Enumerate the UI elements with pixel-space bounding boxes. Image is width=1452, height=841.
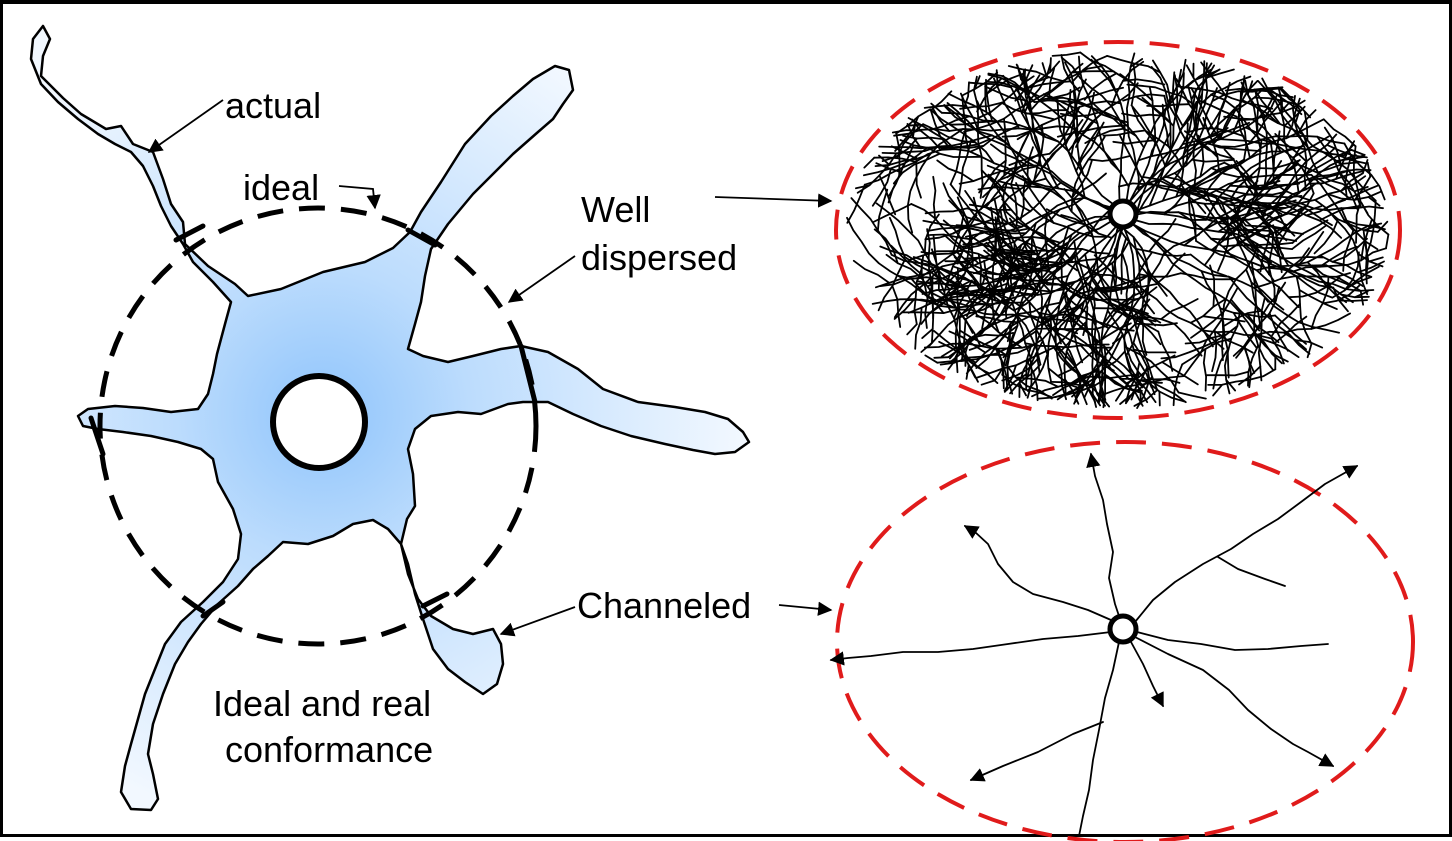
crack-branch (934, 357, 948, 358)
label-dispersed: dispersed (581, 237, 737, 278)
channel-lower-right (1133, 636, 1333, 766)
label-ideal: ideal (243, 167, 319, 208)
channel-right (1137, 632, 1328, 650)
crack-branch (1308, 344, 1312, 357)
well-dispersed-arrow-left (509, 256, 575, 302)
label-well: Well (581, 189, 650, 230)
crack-branch (1122, 114, 1164, 117)
caption-line2: conformance (225, 729, 433, 770)
channel-up (1091, 454, 1123, 628)
channeled-arrow-left (501, 607, 575, 634)
channeled-arrow-right (779, 605, 831, 610)
well-dispersed-arrow-right (715, 197, 831, 201)
crack-branch (1369, 257, 1382, 261)
crack-branch (922, 329, 933, 338)
channel-upper-left (965, 526, 1111, 620)
crack-branch (915, 308, 921, 349)
channel-upper-right (1135, 466, 1357, 622)
channel-down (1079, 642, 1119, 836)
crack-branch (891, 246, 922, 275)
crack-branch (1174, 324, 1201, 356)
crack-branch (937, 160, 973, 181)
channel-down-short (1131, 642, 1163, 706)
diagram-svg: actual ideal Well dispersed Channeled Id… (3, 4, 1452, 841)
crack-branch (1113, 140, 1155, 143)
channel-lower-left (971, 722, 1103, 780)
crack-branch (1212, 330, 1216, 372)
crack-branch (957, 268, 958, 310)
crack-branch (1366, 242, 1367, 284)
crack-branch (1053, 53, 1081, 56)
crack-branch (1004, 119, 1006, 175)
crack-branch (982, 380, 995, 384)
injection-well-channeled (1110, 616, 1136, 642)
crack-branch (875, 229, 898, 263)
crack-branch (1050, 58, 1051, 72)
crack-branch (864, 158, 874, 168)
crack-branch (1293, 220, 1328, 243)
channel-left (831, 632, 1111, 660)
crack-branch (1351, 150, 1364, 155)
crack-branch (851, 198, 891, 255)
crack-branch (907, 324, 917, 334)
crack-branch (967, 365, 969, 379)
dispersed-crack-network (847, 53, 1388, 409)
crack-branch (1192, 160, 1234, 162)
crack-branch (1179, 393, 1206, 399)
label-channeled: Channeled (577, 585, 751, 626)
actual-arrow (149, 100, 223, 152)
crack-branch (854, 261, 889, 283)
injection-well-dispersed (1110, 201, 1136, 227)
label-actual: actual (225, 85, 321, 126)
caption-line1: Ideal and real (213, 683, 431, 724)
ideal-arrow (339, 186, 375, 208)
crack-branch (1386, 235, 1388, 249)
crack-branch (1072, 71, 1114, 73)
injection-well-left (273, 376, 365, 468)
crack-branch (892, 286, 900, 327)
crack-branch (1339, 300, 1367, 301)
channel-upper-right-branch (1218, 557, 1285, 586)
crack-branch (1204, 349, 1206, 391)
crack-branch (925, 355, 937, 362)
